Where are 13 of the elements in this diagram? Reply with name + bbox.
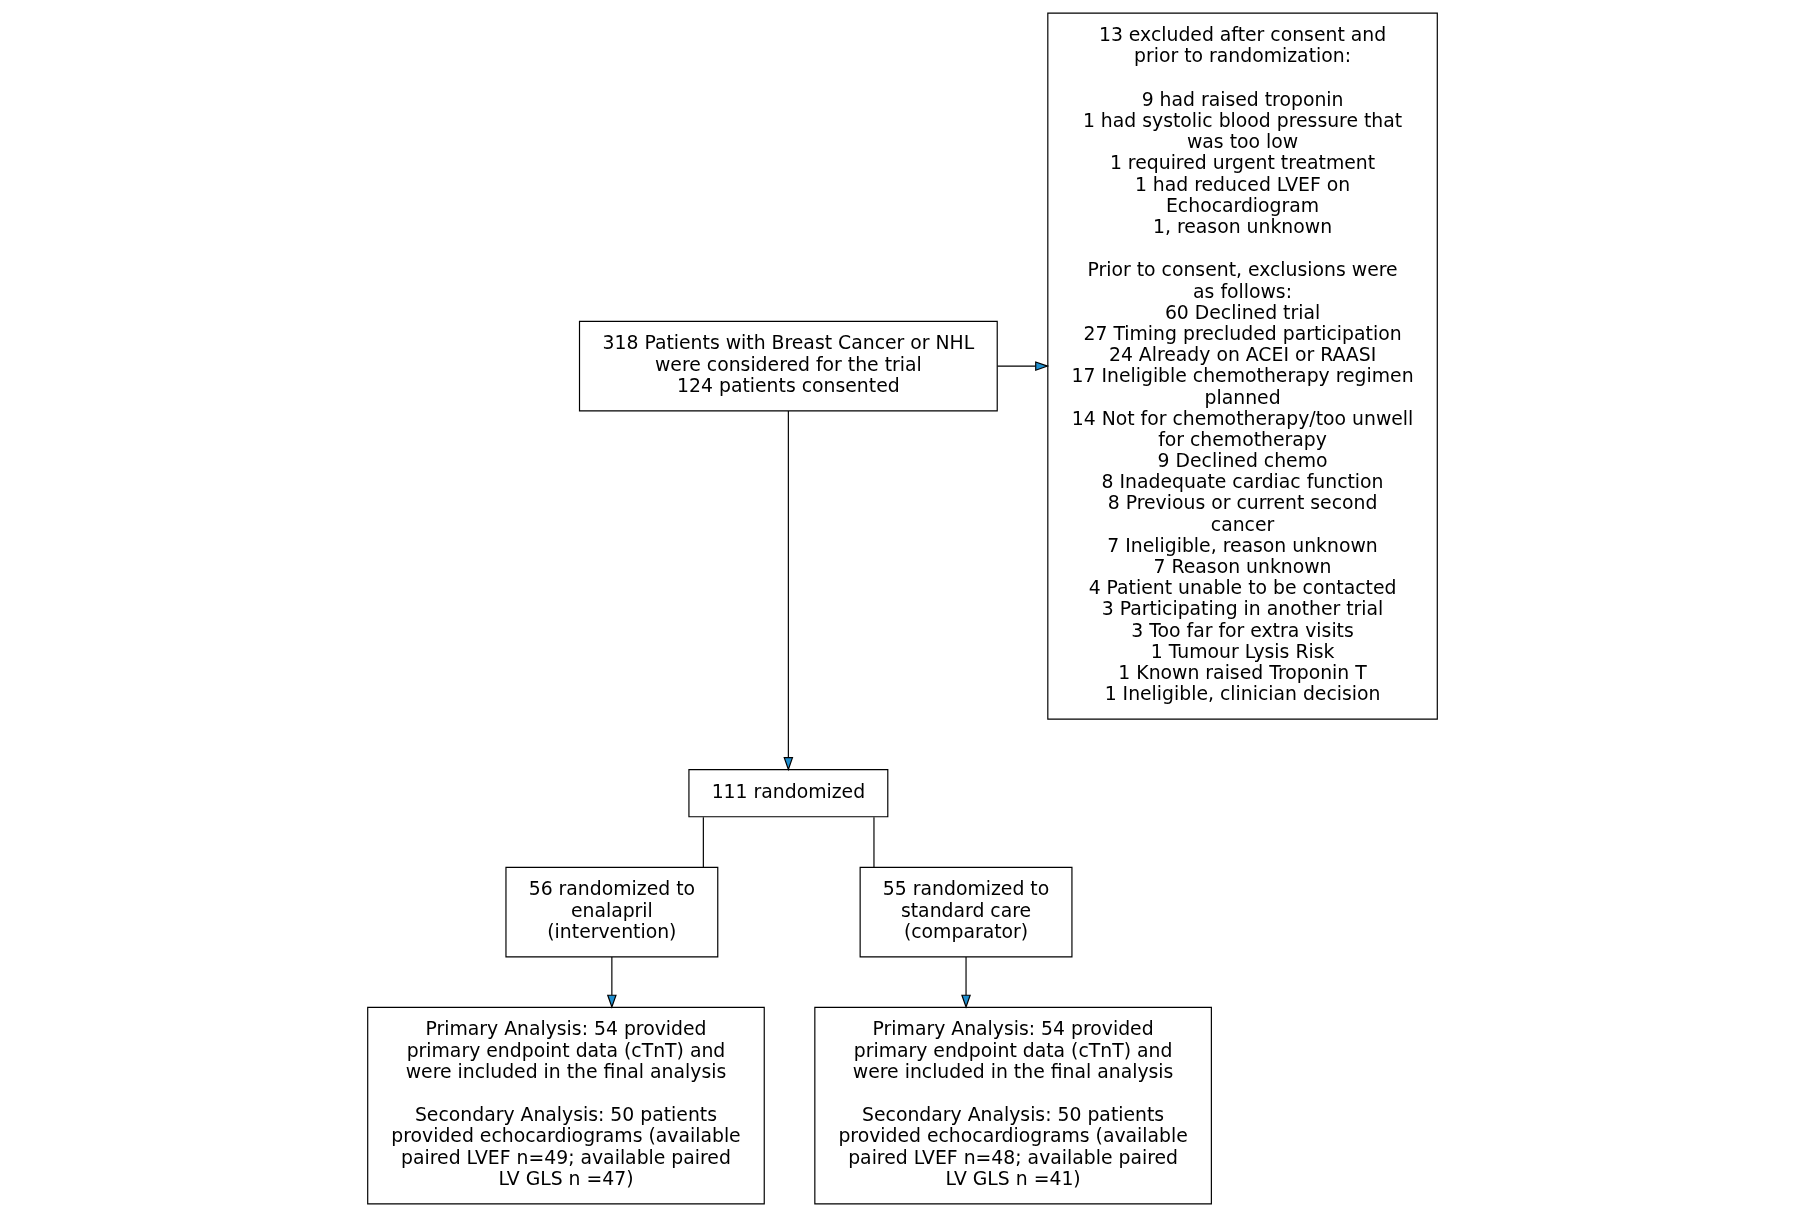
node-box: 318 Patients with Breast Cancer or NHL were considered for the trial 124 patients consented	[578, 320, 998, 412]
node-box: 56 randomized to enalapril (intervention)	[505, 866, 719, 958]
arrow	[783, 410, 794, 772]
node-box: Primary Analysis: 54 provided primary endpoint data (cTnT) and were included in the final analysis Secondary Analysis: 50 patients provided echocardiograms (available paired LVEF n=48; available paired LV GLS n =41)	[814, 1006, 1212, 1205]
connector	[702, 816, 704, 868]
node-box: 111 randomized	[688, 769, 889, 818]
node-box: 55 randomized to standard care (comparator)	[859, 866, 1073, 958]
node-box: 13 excluded after consent and prior to randomization: 9 had raised troponin 1 had systolic blood pressure that was too low 1 required urgent treatment 1 had reduced LVEF on Echocardiogram 1, reason unknown Prior to consent, exclusions were as follows: 60 Declined trial 27 Timing precluded participation 24 Already on ACEI or RAASI 17 Ineligible chemotherapy regimen planned 14 Not for chemotherapy/too unwell for chemotherapy 9 Declined chemo 8 Inadequate cardiac function 8 Previous or current second cancer 7 Ineligible, reason unknown 7 Reason unknown 4 Patient unable to be contacted 3 Participating in another trial 3 Too far for extra visits 1 Tumour Lysis Risk 1 Known raised Troponin T 1 Ineligible, clinician decision	[1047, 12, 1438, 720]
node-box: Primary Analysis: 54 provided primary endpoint data (cTnT) and were included in the final analysis Secondary Analysis: 50 patients provided echocardiograms (available paired LVEF n=49; available paired LV GLS n =47)	[367, 1006, 765, 1205]
arrow	[961, 956, 971, 1009]
arrow	[996, 361, 1050, 372]
connector	[873, 816, 875, 868]
arrow	[606, 956, 617, 1009]
